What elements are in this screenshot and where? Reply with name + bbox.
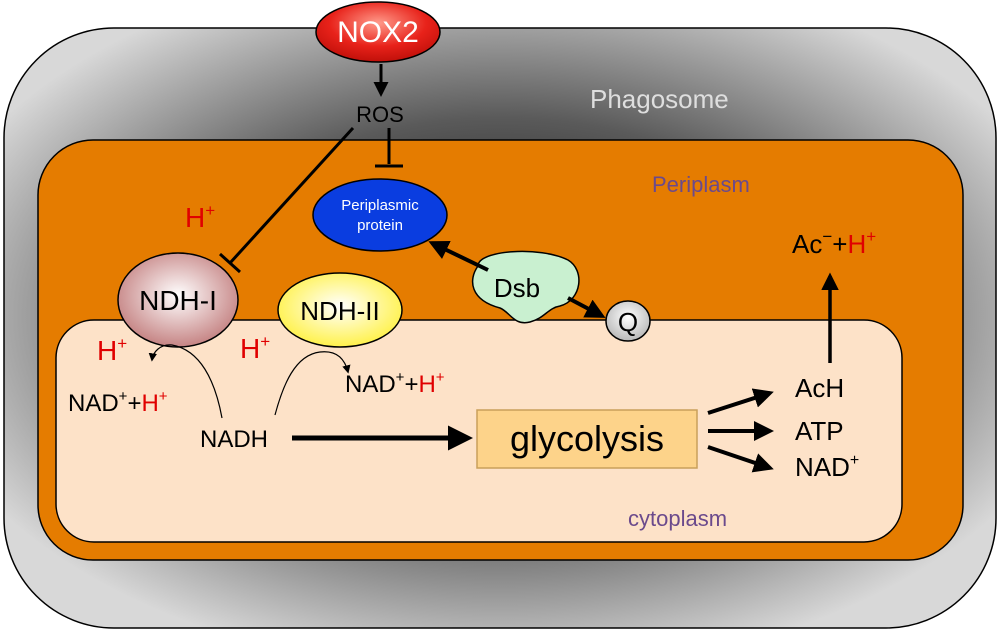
ndh2-node bbox=[277, 272, 403, 348]
periplasm-label: Periplasm bbox=[652, 172, 750, 197]
acetate-proton-label: Ac−+H+ bbox=[792, 227, 876, 259]
glycolysis-to-ach-arrow bbox=[707, 388, 774, 415]
atp-label: ATP bbox=[795, 416, 844, 446]
ros-label: ROS bbox=[356, 102, 404, 127]
ndh1-label: NDH-I bbox=[139, 285, 217, 316]
glycolysis-to-nad-arrow bbox=[707, 445, 774, 473]
quinone-label: Q bbox=[618, 307, 638, 337]
nadh-to-ndh2-curve bbox=[274, 351, 351, 416]
nadh-to-ndh1-curve bbox=[148, 344, 223, 419]
nad-output-label: NAD+ bbox=[795, 452, 859, 482]
nad-proton-left: NAD++H+ bbox=[68, 388, 168, 417]
glycolysis-box bbox=[476, 409, 698, 469]
dsb-label: Dsb bbox=[494, 273, 540, 303]
nad-proton-middle: NAD++H+ bbox=[345, 369, 445, 398]
proton-cytoplasm-left: H+ bbox=[97, 334, 127, 366]
ndh2-label: NDH-II bbox=[300, 296, 379, 326]
cytoplasm-label: cytoplasm bbox=[628, 506, 727, 531]
proton-periplasm: H+ bbox=[185, 201, 215, 233]
phagosome-label: Phagosome bbox=[590, 84, 729, 114]
nadh-label: NADH bbox=[200, 426, 268, 453]
dsb-to-quinone-arrow bbox=[567, 296, 606, 318]
ros-inhibits-ndh1 bbox=[228, 126, 355, 265]
proton-cytoplasm-middle: H+ bbox=[240, 332, 270, 364]
periplasmic-protein-label-line2: protein bbox=[357, 217, 403, 234]
quinone-node bbox=[605, 300, 651, 342]
inhibition-bar bbox=[218, 252, 242, 274]
nox2-label: NOX2 bbox=[337, 16, 419, 49]
glycolysis-label: glycolysis bbox=[510, 418, 664, 459]
dsb-to-periplasmic-protein-arrow bbox=[428, 240, 489, 272]
ach-label: AcH bbox=[795, 373, 844, 403]
periplasmic-protein-node bbox=[312, 178, 448, 252]
nox2-node bbox=[315, 1, 441, 63]
dsb-node bbox=[471, 250, 580, 324]
periplasmic-protein-label-line1: Periplasmic bbox=[341, 197, 419, 214]
